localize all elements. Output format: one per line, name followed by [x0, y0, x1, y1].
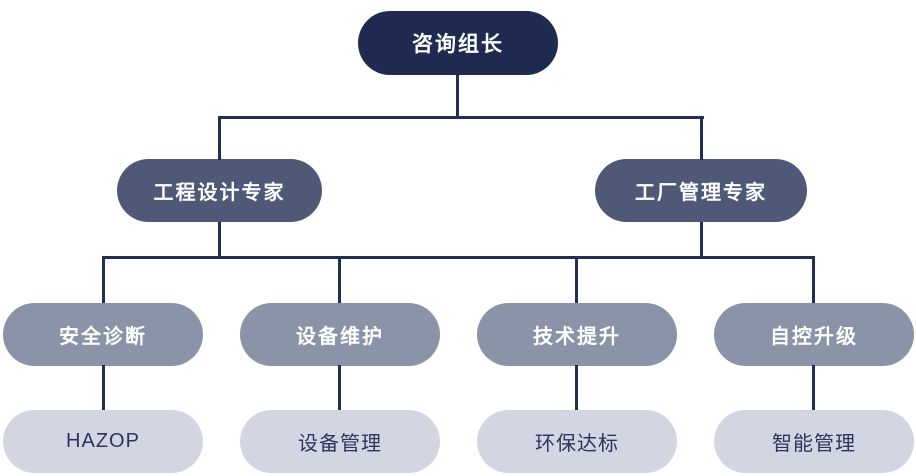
- node-plant-management-expert: 工厂管理专家: [595, 159, 807, 222]
- connector-level4-drop-1: [102, 365, 105, 410]
- connector-level4-drop-3: [575, 365, 578, 410]
- connector-level2-left-drop: [218, 116, 221, 160]
- connector-level3-drop-2: [338, 256, 341, 303]
- node-safety-diagnosis: 安全诊断: [3, 303, 203, 366]
- connector-level3-drop-3: [575, 256, 578, 303]
- node-hazop: HAZOP: [3, 410, 203, 473]
- node-engineering-design-expert: 工程设计专家: [117, 159, 322, 222]
- connector-level2-horizontal: [218, 116, 704, 119]
- connector-level2-right-drop: [700, 116, 703, 160]
- connector-level4-drop-4: [812, 365, 815, 410]
- connector-level3-drop-4: [812, 256, 815, 303]
- connector-plant-down: [700, 222, 703, 258]
- node-consulting-leader: 咨询组长: [358, 11, 558, 75]
- connector-eng-down: [218, 222, 221, 258]
- node-intelligent-management: 智能管理: [714, 410, 914, 473]
- connector-level3-horizontal: [102, 256, 815, 259]
- node-technology-improvement: 技术提升: [477, 303, 677, 366]
- connector-level3-drop-1: [102, 256, 105, 303]
- connector-root-drop: [456, 74, 459, 119]
- node-automation-upgrade: 自控升级: [714, 303, 914, 366]
- node-environmental-compliance: 环保达标: [477, 410, 677, 473]
- node-equipment-maintenance: 设备维护: [240, 303, 440, 366]
- connector-level4-drop-2: [338, 365, 341, 410]
- node-equipment-management: 设备管理: [240, 410, 440, 473]
